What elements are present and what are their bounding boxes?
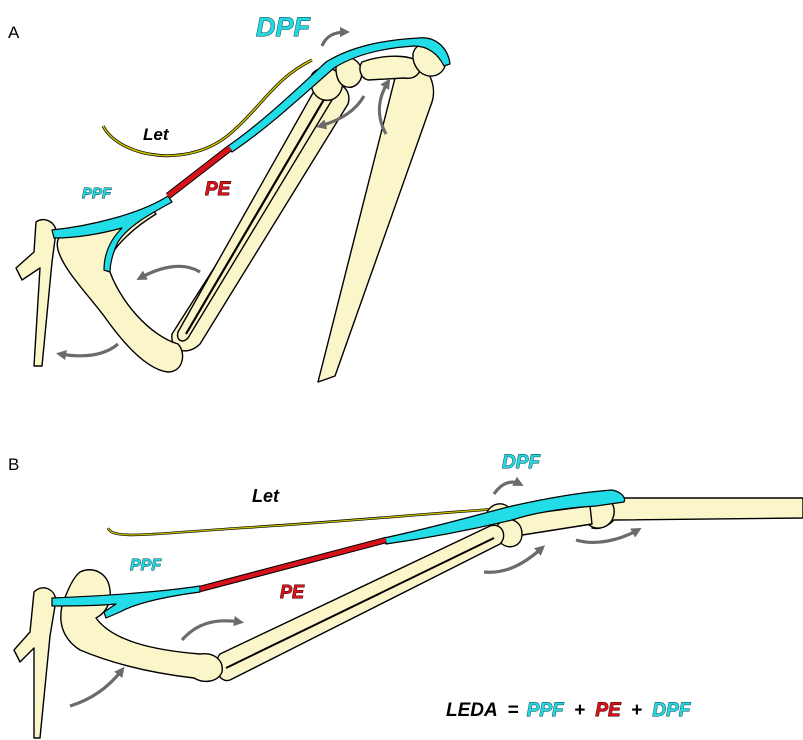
let-label-a: Let (143, 125, 170, 144)
equation-plus-1: + (574, 700, 585, 721)
rotation-arrow-a2 (140, 266, 200, 278)
equation-lhs: LEDA (446, 700, 497, 721)
ppf-label-b: PPF (130, 557, 162, 574)
dpf-label-a: DPF (256, 12, 312, 42)
rotation-arrow-b4 (576, 530, 638, 542)
equation-term-ppf: PPF (527, 700, 565, 721)
equation-plus-2: + (631, 700, 642, 721)
let-label-b: Let (252, 486, 280, 506)
dpf-label-b: DPF (502, 452, 541, 473)
equation-equals: = (507, 700, 518, 721)
panel-b-letter: B (8, 455, 19, 474)
ppf-label-a: PPF (82, 185, 112, 202)
leda-equation: LEDA = PPF + PE + DPF (446, 700, 692, 721)
pe-label-b: PE (280, 582, 305, 602)
interosseous-line-b (226, 538, 494, 668)
equation-term-pe: PE (595, 700, 622, 721)
scapula-bone-a (16, 220, 56, 366)
rotation-arrow-b5 (494, 482, 520, 494)
panel-b: B DPF Let PPF PE (8, 452, 803, 738)
panel-a-letter: A (8, 23, 20, 42)
pe-label-a: PE (205, 179, 232, 200)
rotation-arrow-b2 (182, 621, 240, 640)
rotation-arrow-b3 (484, 548, 542, 572)
metacarpal-bone-a (360, 56, 420, 80)
rotation-arrow-a5 (322, 32, 346, 46)
equation-term-dpf: DPF (652, 700, 691, 721)
rotation-arrow-a1 (60, 344, 118, 356)
panel-a: A DPF Let PPF PE (8, 12, 450, 382)
rotation-arrow-b1 (70, 670, 122, 706)
scapula-bone-b (14, 588, 56, 738)
